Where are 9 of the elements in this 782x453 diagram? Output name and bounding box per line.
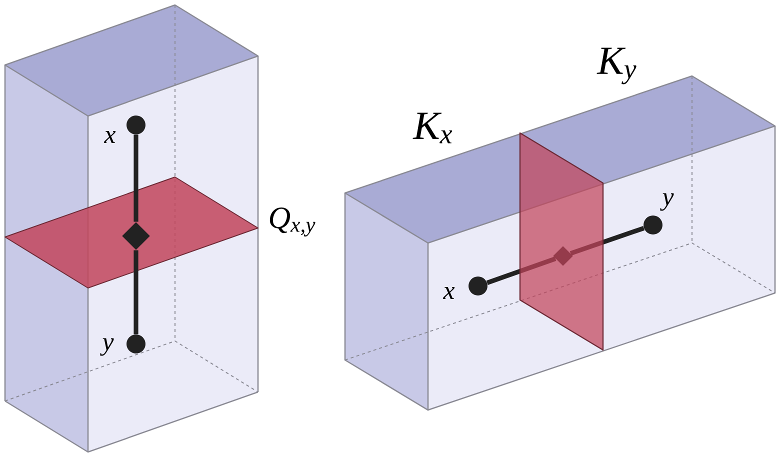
point-label: x	[104, 131, 116, 143]
point-label: y	[100, 338, 114, 356]
math-label: K$_{y}$	[596, 48, 636, 84]
math-label: Q$_{x,y}$	[270, 208, 316, 236]
point-label: y	[660, 193, 674, 211]
point-label: x	[442, 287, 455, 299]
connector-line	[134, 134, 138, 222]
diamond-marker	[122, 222, 150, 250]
math-label: K$_{x}$	[412, 112, 452, 144]
